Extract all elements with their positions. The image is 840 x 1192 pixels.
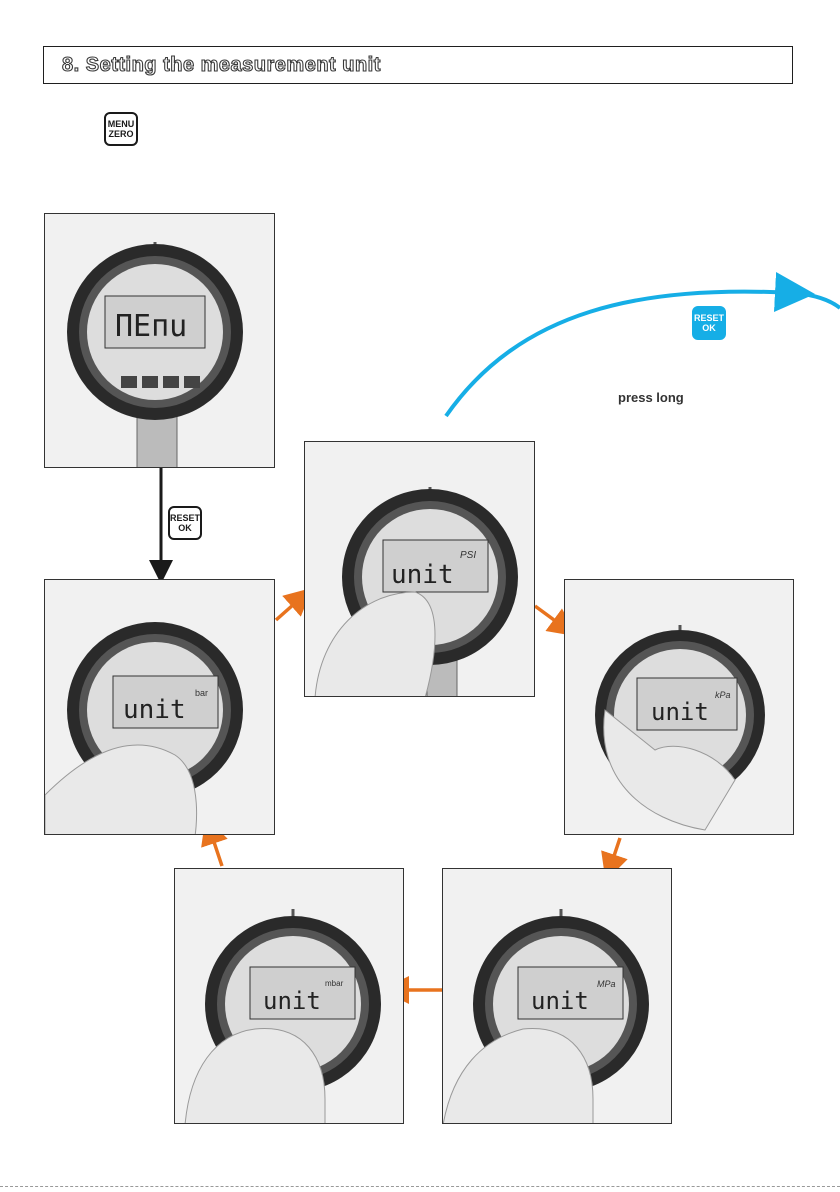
lcd-unit: kPa: [715, 690, 731, 700]
photo-mpa-screen: unit MPa: [442, 868, 672, 1124]
lcd-text: ПЕпu: [115, 309, 187, 344]
orange-arrow-mbar-to-bar: [210, 830, 222, 866]
photo-bar-screen: unit bar: [44, 579, 275, 835]
orange-arrow-bar-to-psi: [276, 597, 302, 620]
photo-mbar-screen: unit mbar: [174, 868, 404, 1124]
photo-menu-screen: ПЕпu: [44, 213, 275, 468]
lcd-unit: bar: [195, 688, 208, 698]
photo-psi-screen: unit PSI: [304, 441, 535, 697]
lcd-text: unit: [391, 560, 454, 590]
lcd-text: unit: [123, 695, 186, 725]
lcd-unit: mbar: [325, 979, 343, 988]
lcd-text: unit: [651, 698, 709, 726]
press-long-label: press long: [618, 390, 684, 405]
lcd-text: unit: [263, 987, 321, 1015]
page-bottom-divider: [0, 1186, 840, 1187]
orange-arrow-psi-to-kpa: [535, 606, 565, 628]
lcd-text: unit: [531, 987, 589, 1015]
lcd-unit: MPa: [597, 979, 616, 989]
photo-kpa-screen: unit kPa: [564, 579, 794, 835]
orange-arrow-kpa-to-mpa: [610, 838, 620, 868]
lcd-unit: PSI: [460, 550, 476, 561]
